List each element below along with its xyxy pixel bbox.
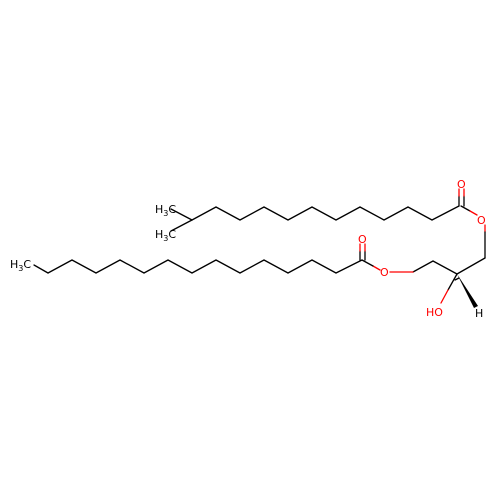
bond [359,206,385,221]
carbonyl-oxygen-top: O [457,178,466,191]
bond [191,259,217,274]
glycerol-backbone [389,257,486,308]
bond [47,259,73,274]
lower-acyl-chain [33,243,381,274]
bond [456,257,486,275]
bond [215,206,241,221]
methyl-label-mid: H3C [155,228,176,243]
bond [460,205,471,212]
bond [167,259,193,274]
ester-oxygen-top: O [477,214,486,227]
bond [239,206,265,221]
bond [170,219,193,232]
bond [287,206,313,221]
bond [119,259,145,274]
bond [191,206,217,221]
bond [170,208,193,221]
methyl-label-left: H3C [10,258,31,273]
bond [432,260,458,275]
stereo-wedge [457,274,478,308]
bond [263,206,289,221]
bond [361,259,374,267]
bond [311,259,337,274]
upper-acyl-chain [170,188,486,259]
bond [372,265,381,271]
carbonyl-oxygen-mid: O [358,233,367,246]
bond [412,260,434,273]
bond [335,259,363,274]
bond [431,205,460,221]
bond [335,206,361,221]
ester-oxygen-mid: O [380,266,389,279]
bond [383,206,409,221]
bond [447,273,458,291]
hydroxyl-label: HO [426,306,443,319]
bond [440,289,449,304]
bond [95,259,121,274]
bond [287,259,313,274]
bond [263,259,289,274]
bond [239,259,265,274]
bond [71,259,97,274]
bond [407,206,433,221]
methyl-label-top: H3C [155,203,176,218]
bond [311,206,337,221]
bond [469,210,478,216]
bond [215,259,241,274]
bond [33,264,49,274]
stereo-hydrogen-label: H [475,307,483,320]
bond [454,277,460,281]
bond [143,259,169,274]
